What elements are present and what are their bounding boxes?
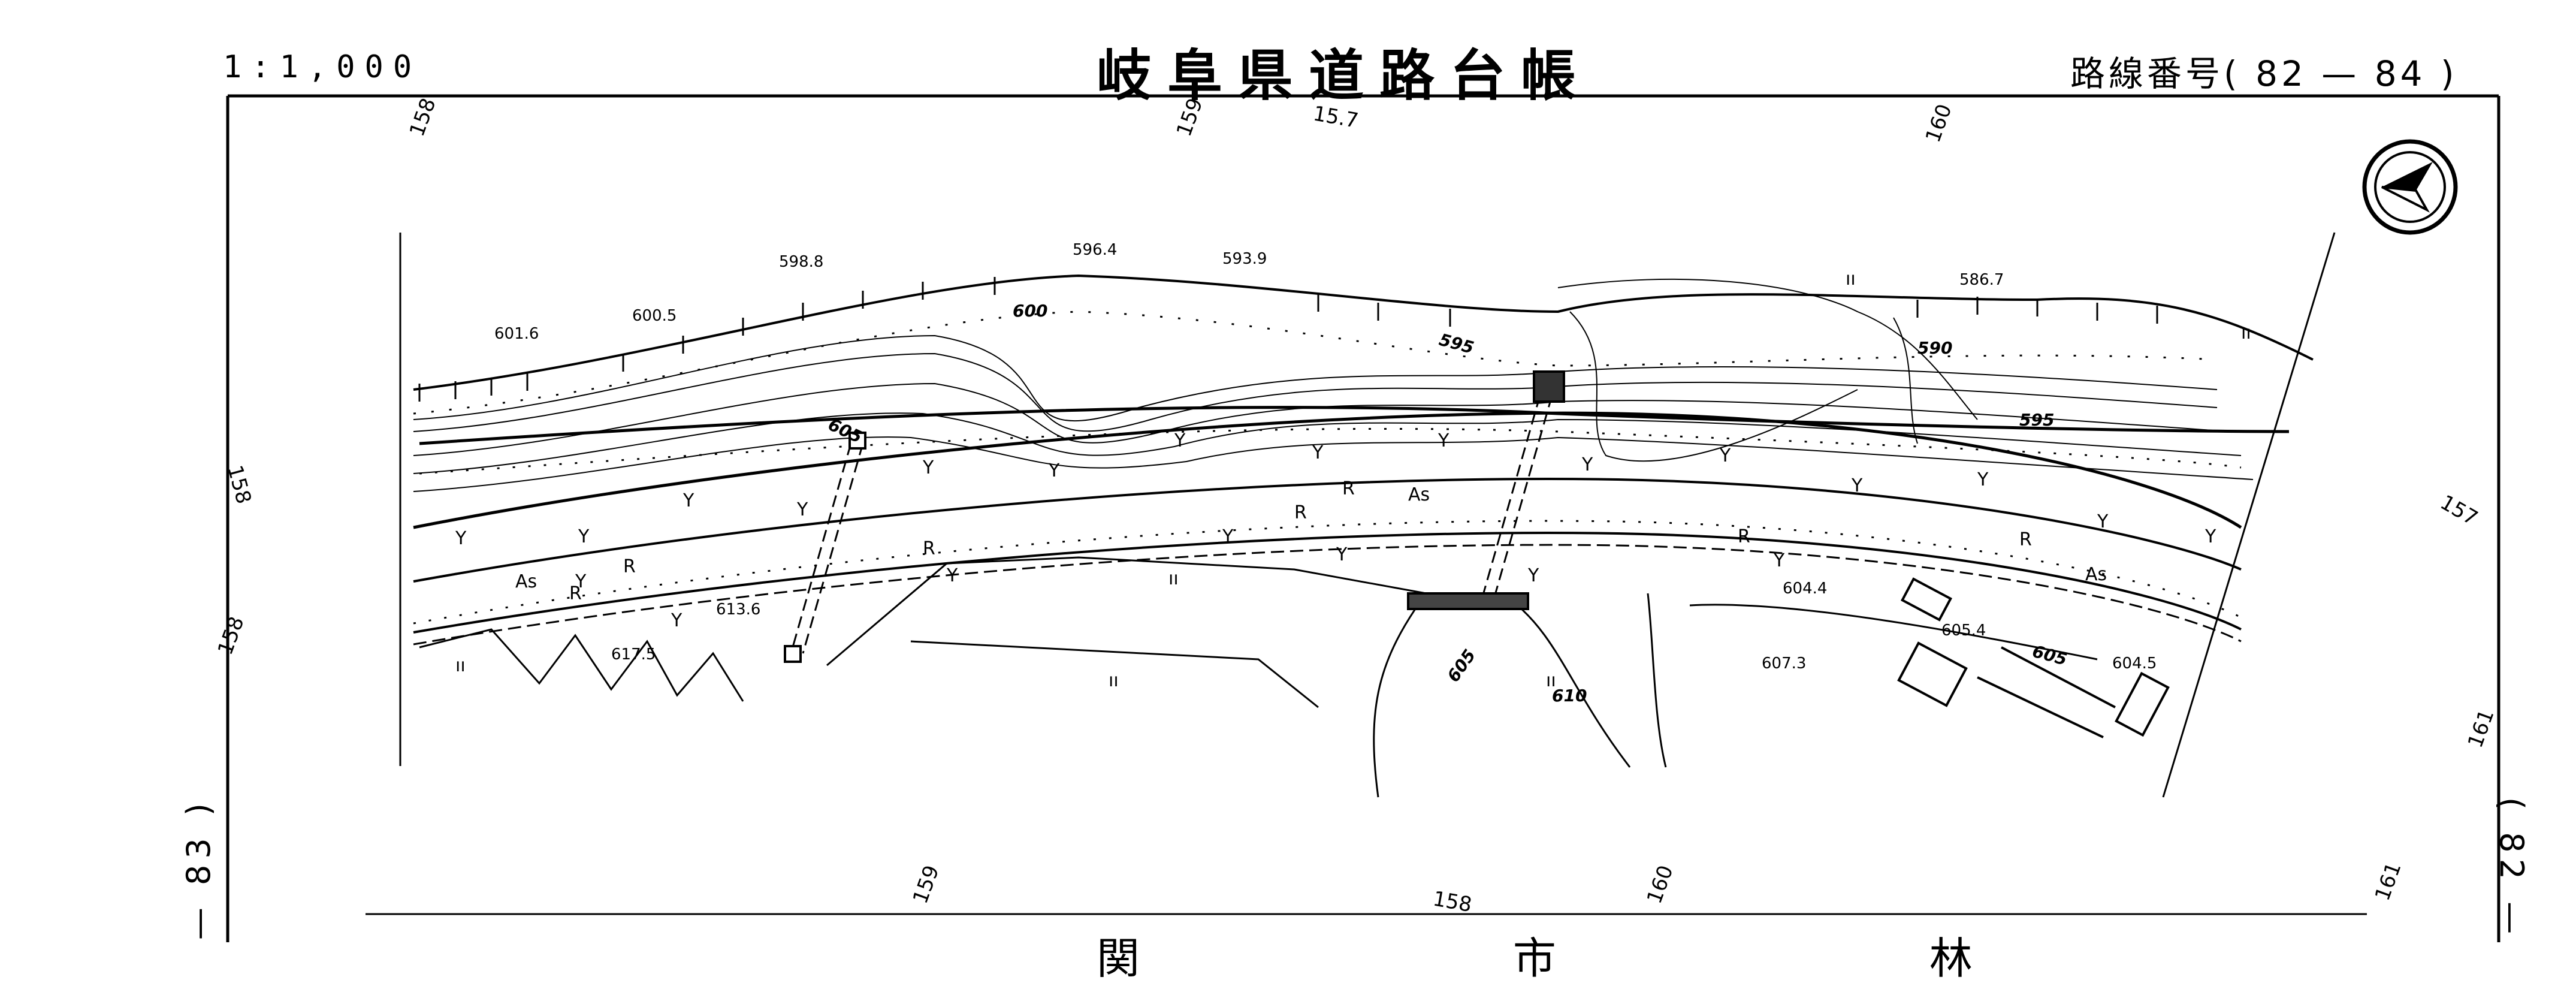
- symbol-grass: ıı: [1846, 269, 1856, 290]
- symbol-y: Y: [1336, 544, 1348, 565]
- symbol-grass: ıı: [1168, 568, 1179, 589]
- km-mark: 160: [1921, 101, 1957, 146]
- symbol-y: Y: [1773, 550, 1785, 571]
- symbol-y: Y: [1174, 430, 1186, 451]
- symbol-y: Y: [796, 499, 808, 520]
- symbol-y: Y: [2204, 526, 2216, 547]
- guardrail-upper: [413, 310, 2218, 415]
- spot-elevations: 601.6 600.5 598.8 596.4 593.9 586.7 613.…: [494, 241, 2157, 673]
- spot-elevation: 607.3: [1762, 655, 1806, 673]
- route-number: 路線番号( 82 — 84 ): [2070, 53, 2458, 94]
- symbol-y: Y: [578, 526, 590, 547]
- km-mark: 157: [2436, 490, 2482, 530]
- symbol-y: Y: [922, 457, 934, 478]
- north-arrow-icon: [2362, 139, 2458, 235]
- symbol-grass: ıı: [455, 655, 466, 676]
- map-scale: 1:1,000: [223, 49, 422, 85]
- symbol-y: Y: [1438, 430, 1449, 451]
- symbol-grass: ıı: [2241, 322, 2251, 343]
- km-mark: 159: [1172, 95, 1208, 140]
- symbol-y: Y: [671, 610, 682, 631]
- spot-elevation: 601.6: [494, 325, 539, 343]
- symbol-r: R: [1342, 478, 1355, 499]
- contour-label: 600: [1013, 301, 1047, 321]
- slope-hatching-top: [418, 277, 2158, 402]
- symbol-r: R: [2019, 529, 2032, 550]
- structures: [784, 370, 2170, 738]
- crossing-culverts: [790, 395, 1553, 654]
- spot-elevation: 613.6: [716, 601, 760, 619]
- km-mark: 15.7: [1311, 101, 1360, 133]
- symbol-r: R: [923, 538, 935, 559]
- contour-labels: 600 605 595 590 595 605 610 605: [825, 301, 2069, 705]
- symbol-y: Y: [1312, 442, 1324, 463]
- road-ledger-map: 158 159 15.7 160 158 158 157 161 159 158…: [213, 94, 2500, 942]
- contour-label: 610: [1552, 686, 1587, 705]
- land-use-symbols: Y Y Y Y Y Y Y Y Y Y Y Y Y Y Y Y Y Y Y Y …: [455, 269, 2251, 691]
- spot-elevation: 596.4: [1073, 241, 1117, 259]
- contour-lines: [413, 278, 2254, 492]
- spot-elevation: 604.4: [1783, 580, 1827, 598]
- symbol-y: Y: [1581, 454, 1593, 475]
- symbol-y: Y: [1977, 469, 1989, 490]
- symbol-grass: ıı: [1109, 670, 1119, 691]
- symbol-y: Y: [2097, 511, 2109, 532]
- contour-label: 595: [2019, 410, 2054, 430]
- symbol-grass: ıı: [1546, 670, 1556, 691]
- spot-elevation: 605.4: [1941, 622, 1986, 640]
- chainage-marks: 158 159 15.7 160 158 158 157 161 159 158…: [213, 95, 2499, 917]
- spot-elevation: 586.7: [1959, 271, 2004, 289]
- symbol-y: Y: [1851, 475, 1863, 496]
- embankment-top: [413, 274, 2314, 391]
- km-mark: 158: [1431, 887, 1473, 917]
- symbol-as: As: [515, 571, 537, 592]
- contour-label: 590: [1917, 338, 1952, 358]
- symbol-as: As: [1408, 484, 1430, 505]
- contour-label: 595: [1437, 330, 1476, 358]
- lower-slope: [419, 556, 2098, 798]
- spot-elevation: 598.8: [779, 253, 823, 271]
- symbol-y: Y: [1719, 445, 1731, 466]
- spot-elevation: 604.5: [2112, 655, 2157, 673]
- spot-elevation: 600.5: [632, 307, 677, 325]
- km-mark: 158: [213, 613, 249, 658]
- survey-limit-right: [2162, 232, 2336, 798]
- symbol-y: Y: [1048, 460, 1060, 481]
- symbol-r: R: [623, 556, 636, 577]
- km-mark: 160: [1642, 862, 1678, 907]
- km-mark: 159: [908, 862, 944, 907]
- symbol-y: Y: [682, 490, 694, 511]
- km-mark: 161: [2463, 706, 2499, 751]
- spot-elevation: 593.9: [1222, 250, 1267, 268]
- symbol-y: Y: [946, 565, 958, 586]
- km-mark: 161: [2370, 859, 2406, 904]
- symbol-r: R: [1294, 502, 1307, 523]
- km-mark: 158: [405, 95, 441, 140]
- contour-label: 605: [1443, 646, 1480, 686]
- spot-elevation: 617.5: [611, 646, 656, 664]
- guardrail-lower: [413, 427, 2242, 625]
- symbol-y: Y: [1222, 526, 1234, 547]
- symbol-r: R: [569, 583, 582, 604]
- road-edges: [413, 406, 2290, 646]
- symbol-y: Y: [1527, 565, 1539, 586]
- symbol-y: Y: [455, 528, 467, 549]
- symbol-r: R: [1738, 526, 1750, 547]
- symbol-y: Y: [575, 571, 587, 592]
- symbol-as: As: [2085, 564, 2107, 585]
